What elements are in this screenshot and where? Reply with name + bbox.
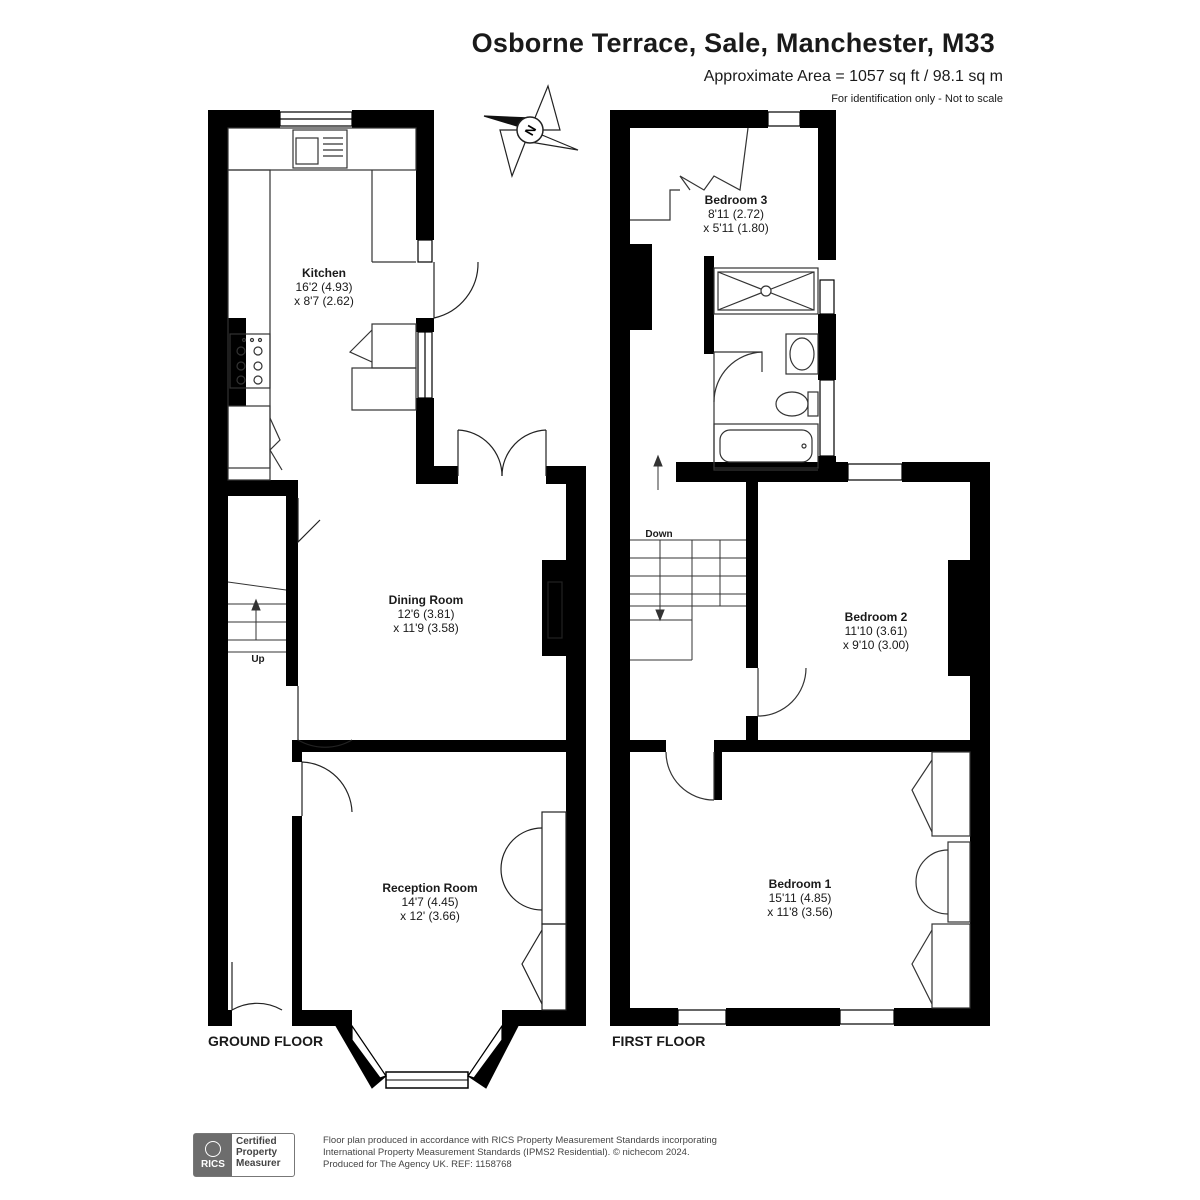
- understairs-door-icon: [297, 498, 321, 544]
- kitchen-back-door-icon: [433, 261, 479, 319]
- kitchen-fixtures: [227, 127, 417, 481]
- kitchen-worktop-top: [227, 127, 417, 171]
- footer-line1: Floor plan produced in accordance with R…: [323, 1135, 717, 1146]
- first-floor-walls: [610, 110, 990, 1026]
- property-title: Osborne Terrace, Sale, Manchester, M33: [471, 28, 995, 58]
- reception-name: Reception Room: [382, 881, 477, 895]
- compass-icon: N: [483, 84, 579, 178]
- bedroom1-door-icon: [665, 751, 715, 801]
- kitchen-worktop-left: [227, 169, 271, 481]
- dining-door-icon: [297, 686, 353, 748]
- first-floor-label: FIRST FLOOR: [612, 1033, 705, 1049]
- bedroom3-dim1: 8'11 (2.72): [708, 207, 764, 221]
- shower-icon: [713, 267, 819, 315]
- dining-name: Dining Room: [389, 593, 464, 607]
- bedroom2-door-icon: [757, 667, 807, 717]
- badge-line3: Measurer: [236, 1158, 281, 1169]
- basin-icon: [785, 333, 819, 375]
- bedroom3-name: Bedroom 3: [705, 193, 768, 207]
- bay-window: [335, 1024, 519, 1089]
- sink-icon: [292, 129, 348, 169]
- ground-floor-windows: [279, 111, 433, 399]
- toilet-icon: [775, 391, 809, 417]
- footer-line2: International Property Measurement Stand…: [323, 1147, 690, 1158]
- rics-badge-text: Certified Property Measurer: [232, 1134, 284, 1176]
- bathroom-door-icon: [713, 351, 763, 403]
- bedroom3-dim2: x 5'11 (1.80): [703, 221, 768, 235]
- bath-icon: [713, 423, 819, 469]
- dining-dim1: 12'6 (3.81): [398, 607, 455, 621]
- bedroom2-name: Bedroom 2: [845, 610, 908, 624]
- badge-line2: Property: [236, 1147, 278, 1158]
- ground-floor-stairs: [227, 581, 287, 653]
- bedroom2-dim1: 11'10 (3.61): [845, 624, 908, 638]
- reception-dim1: 14'7 (4.45): [402, 895, 459, 909]
- dining-french-door-left-icon: [457, 429, 503, 477]
- first-floor-stairs: [630, 454, 746, 661]
- ground-floor-walls: [208, 110, 586, 1026]
- bedroom1-dim2: x 11'8 (3.56): [767, 905, 832, 919]
- kitchen-dim1: 16'2 (4.93): [296, 280, 353, 294]
- reception-door-icon: [301, 761, 353, 816]
- first-floor-windows: [677, 111, 903, 1025]
- stairs-down-label: Down: [645, 529, 672, 540]
- reception-dim2: x 12' (3.66): [400, 909, 460, 923]
- bedroom2-dim2: x 9'10 (3.00): [843, 638, 909, 652]
- stairs-up-label: Up: [251, 654, 264, 665]
- rics-circle-icon: [205, 1140, 221, 1157]
- rics-logo-text: RICS: [201, 1158, 225, 1170]
- kitchen-dim2: x 8'7 (2.62): [294, 294, 354, 308]
- footer-disclaimer: Floor plan produced in accordance with R…: [323, 1135, 717, 1171]
- bedroom3-cupboard: [630, 189, 680, 221]
- badge-line1: Certified: [236, 1136, 277, 1147]
- hob-icon: [229, 333, 271, 389]
- rics-logo: RICS: [194, 1134, 232, 1176]
- first-floor-fixtures: [630, 127, 971, 1009]
- footer-line3: Produced for The Agency UK. REF: 1158768: [323, 1159, 512, 1170]
- bedroom1-dim1: 15'11 (4.85): [769, 891, 832, 905]
- dining-french-door-right-icon: [501, 429, 547, 477]
- bedroom1-name: Bedroom 1: [769, 877, 832, 891]
- ground-floor-doors: [231, 261, 567, 1012]
- kitchen-name: Kitchen: [302, 266, 346, 280]
- dining-dim2: x 11'9 (3.58): [393, 621, 458, 635]
- ground-floor-label: GROUND FLOOR: [208, 1033, 323, 1049]
- front-door-icon: [231, 962, 283, 1012]
- rics-certified-badge: RICS Certified Property Measurer: [193, 1133, 295, 1177]
- scale-note: For identification only - Not to scale: [831, 93, 1003, 105]
- approximate-area: Approximate Area = 1057 sq ft / 98.1 sq …: [703, 68, 1003, 85]
